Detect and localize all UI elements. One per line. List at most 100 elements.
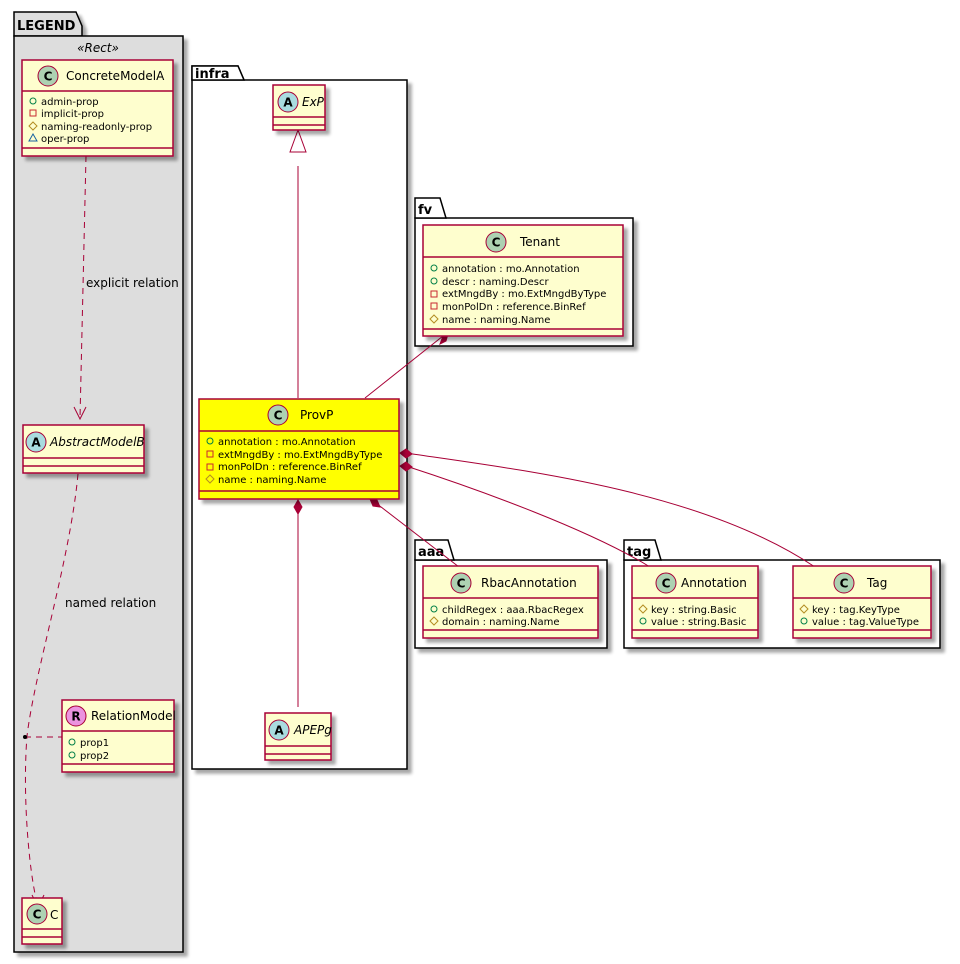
attribute: name : naming.Name xyxy=(218,475,326,486)
class-exp[interactable]: A ExP xyxy=(272,84,326,131)
class-kind-icon xyxy=(26,903,48,925)
public-icon xyxy=(639,617,647,625)
provp-rbac-line xyxy=(371,499,460,568)
relation-junction-dot xyxy=(23,735,27,739)
public-icon xyxy=(206,437,214,445)
public-icon xyxy=(68,751,76,759)
package-icon xyxy=(28,132,38,142)
relations xyxy=(24,128,816,909)
package-fv-title: fv xyxy=(418,203,433,218)
attribute: annotation : mo.Annotation xyxy=(218,437,356,448)
public-icon xyxy=(29,97,37,105)
class-kind-icon xyxy=(37,65,59,87)
protected-icon xyxy=(429,314,439,324)
protected-icon xyxy=(28,121,38,131)
public-icon xyxy=(430,605,438,613)
protected-icon xyxy=(799,604,809,614)
package-legend: LEGEND «Rect» xyxy=(13,11,184,953)
attribute: extMngdBy : mo.ExtMngdByType xyxy=(442,289,606,300)
package-tag-title: tag xyxy=(627,545,651,560)
class-name: Annotation xyxy=(681,576,747,590)
class-kind-letter: C xyxy=(33,908,42,922)
attribute: oper-prop xyxy=(41,134,89,145)
class-rbac-annotation[interactable]: C RbacAnnotation childRegex : aaa.RbacRe… xyxy=(422,565,599,639)
class-kind-icon xyxy=(833,572,855,594)
private-icon xyxy=(206,450,214,458)
class-kind-letter: C xyxy=(457,577,466,591)
class-c[interactable]: C C xyxy=(21,897,63,945)
private-icon xyxy=(206,463,214,471)
class-kind-letter: C xyxy=(662,577,671,591)
class-name: Tenant xyxy=(519,235,560,249)
protected-icon xyxy=(429,616,439,626)
attr-list: admin-prop implicit-prop naming-readonly… xyxy=(28,97,152,145)
class-kind-letter: C xyxy=(840,577,849,591)
attribute: monPolDn : reference.BinRef xyxy=(218,462,362,473)
attribute: domain : naming.Name xyxy=(442,617,560,628)
class-concrete-model-a[interactable]: C ConcreteModelA admin-prop implicit-pro… xyxy=(21,59,174,157)
class-tag[interactable]: C Tag key : tag.KeyType value : tag.Valu… xyxy=(792,565,932,639)
attribute: key : tag.KeyType xyxy=(812,605,900,616)
protected-icon xyxy=(638,604,648,614)
public-icon xyxy=(68,738,76,746)
class-annotation[interactable]: C Annotation key : string.Basic value : … xyxy=(631,565,759,639)
package-infra-title: infra xyxy=(195,67,230,82)
class-provp[interactable]: C ProvP annotation : mo.Annotation extMn… xyxy=(198,398,400,500)
class-tenant[interactable]: C Tenant annotation : mo.Annotation desc… xyxy=(422,224,624,337)
named-relation-label: named relation xyxy=(65,596,156,610)
class-kind-letter: R xyxy=(71,710,80,724)
attribute: value : tag.ValueType xyxy=(812,617,919,628)
diamond-provp-annotation xyxy=(399,461,413,472)
class-kind-icon xyxy=(450,572,472,594)
abstract-kind-icon xyxy=(268,719,290,741)
attribute: prop1 xyxy=(80,738,109,749)
abstract-kind-icon xyxy=(25,431,47,453)
class-kind-icon xyxy=(485,231,507,253)
class-name: ExP xyxy=(302,95,325,109)
diamond-provp-apepg xyxy=(293,498,303,516)
class-kind-letter: A xyxy=(283,96,293,110)
attribute: descr : naming.Descr xyxy=(442,277,549,288)
class-name: ProvP xyxy=(300,408,333,422)
class-name: RbacAnnotation xyxy=(481,576,577,590)
class-apepg[interactable]: A APEPg xyxy=(264,712,332,761)
class-abstract-model-b[interactable]: A AbstractModelB xyxy=(22,424,145,474)
class-name: C xyxy=(50,908,58,922)
class-relation-model[interactable]: R RelationModel prop1 prop2 xyxy=(61,699,176,773)
attribute: childRegex : aaa.RbacRegex xyxy=(442,605,584,616)
explicit-relation-label: explicit relation xyxy=(86,276,179,290)
attribute: annotation : mo.Annotation xyxy=(442,264,580,275)
composition-diamonds xyxy=(293,328,450,516)
attribute: name : naming.Name xyxy=(442,315,550,326)
class-kind-letter: A xyxy=(31,436,41,450)
inheritance-arrowhead xyxy=(289,128,307,153)
diamond-provp-tag xyxy=(399,448,413,459)
named-relation-line xyxy=(24,473,79,907)
class-kind-icon xyxy=(655,572,677,594)
private-icon xyxy=(430,290,438,298)
attribute: value : string.Basic xyxy=(651,617,746,628)
abstract-kind-icon xyxy=(277,91,299,113)
public-icon xyxy=(430,277,438,285)
attribute: key : string.Basic xyxy=(651,605,737,616)
protected-icon xyxy=(205,474,215,484)
class-name: ConcreteModelA xyxy=(66,69,165,83)
class-name: Tag xyxy=(866,576,887,590)
class-kind-letter: C xyxy=(44,70,53,84)
attribute: admin-prop xyxy=(41,97,99,108)
explicit-relation-arrowhead xyxy=(73,406,87,421)
public-icon xyxy=(800,617,808,625)
tenant-provp-line xyxy=(364,335,444,399)
legend-stereotype: «Rect» xyxy=(77,41,119,55)
class-kind-letter: A xyxy=(274,724,284,738)
provp-tag-line xyxy=(405,452,816,568)
attribute: prop2 xyxy=(80,751,109,762)
attribute: naming-readonly-prop xyxy=(41,122,152,133)
class-name: RelationModel xyxy=(91,709,176,723)
relation-kind-icon xyxy=(65,705,87,727)
attribute: extMngdBy : mo.ExtMngdByType xyxy=(218,450,382,461)
class-name: AbstractModelB xyxy=(49,435,145,449)
class-kind-letter: C xyxy=(274,409,283,423)
class-kind-icon xyxy=(267,404,289,426)
